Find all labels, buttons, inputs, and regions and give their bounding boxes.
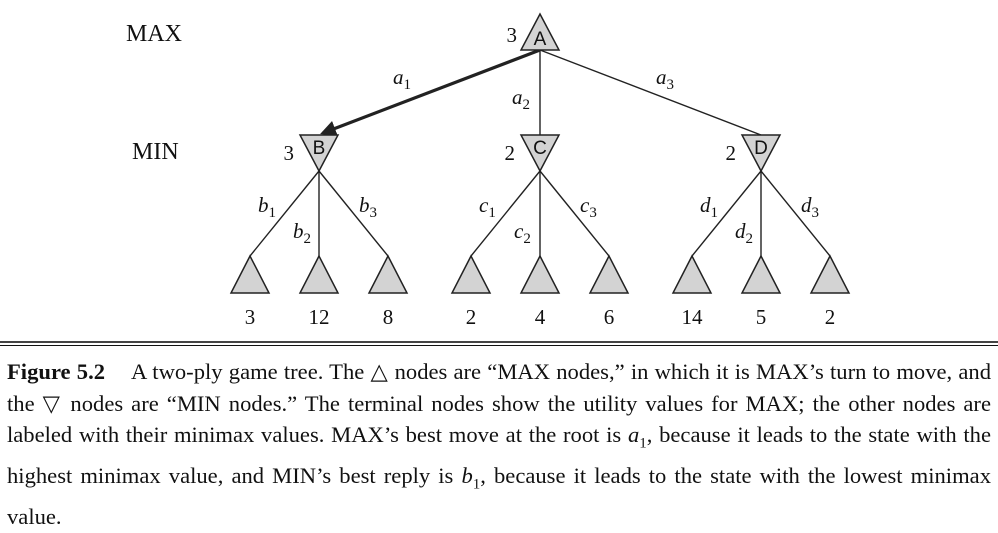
terminal-node [519,254,561,294]
nodes: A B C D [229,12,851,294]
caption-max: MAX [756,359,809,384]
caption-max: MAX [331,422,384,447]
terminal-node [671,254,713,294]
edge-label-b3: b3 [359,193,377,221]
utility-value: 12 [309,305,330,329]
caption-text: nodes,” in which it is [550,359,756,384]
utility-value: 2 [466,305,477,329]
edges [249,48,831,257]
caption-min: MIN [272,463,317,489]
edge-d1 [691,170,762,257]
utility-value: 5 [756,305,767,329]
node-id-D: D [754,138,768,159]
edge-label-d3: d3 [801,193,819,221]
utility-value: 8 [383,305,394,329]
edge-label-a2: a2 [512,85,530,113]
min-node-D [740,134,782,173]
terminal-node [367,254,409,294]
figure-label: Figure 5.2 [7,359,106,384]
figure-caption: Figure 5.2 A two-ply game tree. The △ nod… [7,356,991,533]
node-id-B: B [313,138,326,159]
edge-d3 [760,170,831,257]
caption-text: nodes.” The terminal nodes show the util… [220,390,746,416]
caption-min: MIN [176,390,221,416]
min-node-C [519,134,561,173]
edge-label-b1: b1 [258,193,276,221]
edge-label-b2: b2 [293,219,311,247]
edge-label-c1: c1 [479,193,496,221]
edge-label-d2: d2 [735,219,753,247]
caption-text: ’s best move at the root is [383,422,628,447]
game-tree-diagram: MAX MIN A B C D a1 a2 a3 3 3 12 8 b1 b2 b3 3 2 4 6 c1 c2 c3… [126,12,851,329]
utility-value: 6 [604,305,615,329]
terminal-node [588,254,630,294]
caption-text: ’s best reply is [316,463,462,489]
terminal-node [229,254,271,294]
edge-label-a3: a3 [656,65,674,93]
terminal-node [450,254,492,294]
terminal-node [809,254,851,294]
caption-text: , because it leads to the state with the… [7,422,991,489]
edge-b3 [318,170,389,257]
level-label-min: MIN [132,139,179,165]
edge-a1-best-move [320,48,541,136]
max-node-A [519,12,561,51]
edge-a3 [539,49,762,136]
edge-c1 [470,170,541,257]
caption-rule-top [0,341,998,343]
edge-c3 [539,170,610,257]
minimax-value-A: 3 [507,23,518,47]
terminal-node [298,254,340,294]
caption-rule-bottom [0,345,998,346]
utility-value: 4 [535,305,546,329]
edge-b1 [249,170,320,257]
caption-text: ; the other nodes are labeled with their… [7,390,991,448]
caption-var-a1: a1 [627,422,647,452]
edge-label-c2: c2 [514,219,531,247]
minimax-value-B: 3 [284,141,295,165]
utility-value: 14 [682,305,704,329]
edge-label-a1: a1 [393,65,411,93]
edge-label-c3: c3 [580,193,597,221]
level-label-max: MAX [126,21,182,47]
minimax-value-D: 2 [726,141,737,165]
node-id-A: A [534,29,547,50]
minimax-value-C: 2 [505,141,516,165]
min-node-B [298,134,340,173]
caption-text: A two-ply game tree. The △ nodes are “ [131,359,498,384]
caption-text: ’s turn to move, and the ▽ nodes are “ [7,359,992,416]
labels: a1 a2 a3 3 3 12 8 b1 b2 b3 3 2 4 6 c1 c2 c3 2 14 5 2 d1 d2 d3 2 [245,23,836,329]
utility-value: 3 [245,305,256,329]
caption-max: MAX [745,390,799,416]
edge-label-d1: d1 [700,193,718,221]
terminal-node [740,254,782,294]
caption-max: MAX [497,359,551,384]
node-id-C: C [533,138,547,159]
caption-var-b1: b1 [461,463,481,493]
utility-value: 2 [825,305,836,329]
